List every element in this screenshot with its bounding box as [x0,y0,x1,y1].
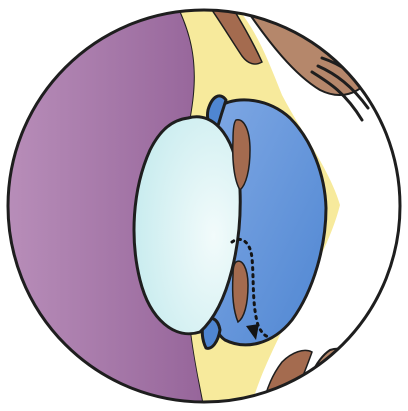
eye-cross-section-figure [0,0,408,411]
eye-anatomy-diagram [0,0,408,411]
